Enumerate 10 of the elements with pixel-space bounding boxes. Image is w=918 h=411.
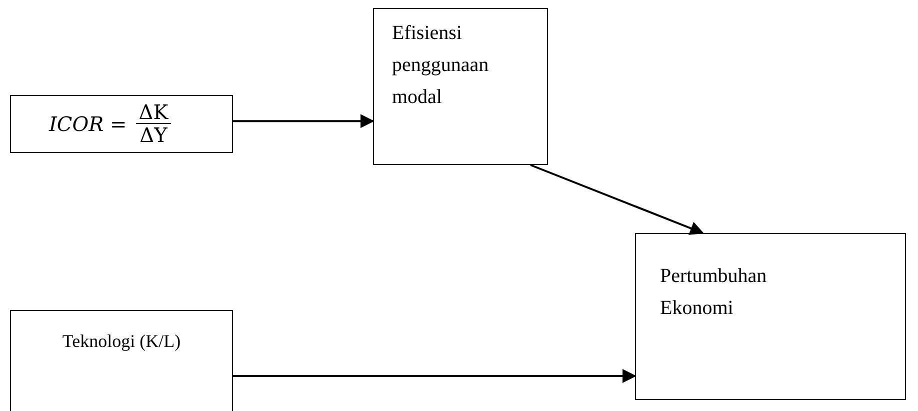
node-label: Efisiensi penggunaan modal xyxy=(392,21,490,110)
node-label: Pertumbuhan Ekonomi xyxy=(660,264,768,321)
arrow xyxy=(233,114,374,128)
process-box xyxy=(373,8,548,165)
process-box xyxy=(635,233,906,400)
process-box xyxy=(10,310,233,411)
arrow xyxy=(233,369,636,383)
formula-box xyxy=(10,95,233,153)
arrow xyxy=(530,164,704,235)
node-label: Teknologi (K/L) xyxy=(61,330,182,353)
